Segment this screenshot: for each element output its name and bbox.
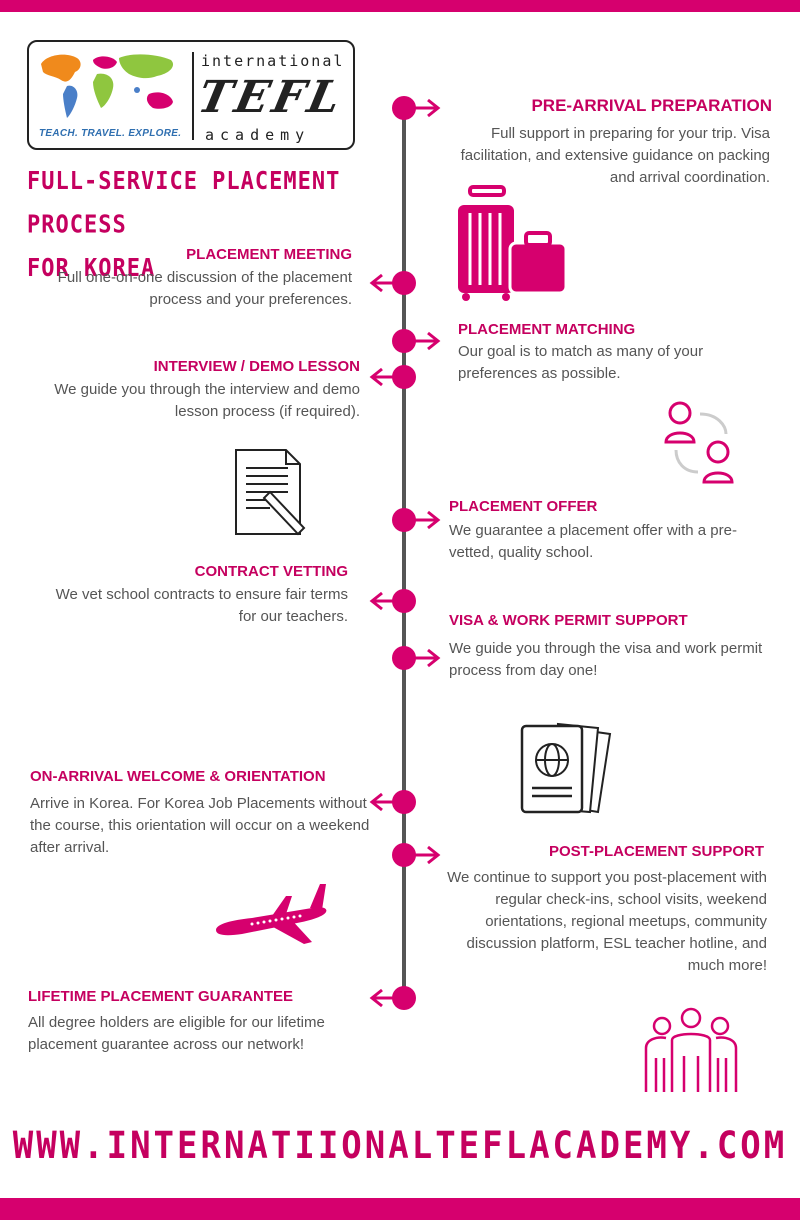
step-title-pre-arrival: PRE-ARRIVAL PREPARATION	[531, 96, 772, 115]
step-title-visa-permit: VISA & WORK PERMIT SUPPORT	[449, 612, 688, 629]
arrow-left-icon	[369, 591, 400, 611]
step-text-placement-meeting: Full one-on-one discussion of the placem…	[57, 269, 352, 308]
step-text-on-arrival: Arrive in Korea. For Korea Job Placement…	[30, 795, 370, 856]
top-accent-bar	[0, 0, 800, 12]
page-title: FULL-SERVICE PLACEMENT PROCESS FOR KOREA	[27, 160, 387, 291]
arrow-right-icon	[410, 845, 441, 865]
step-text-lifetime-guarantee: All degree holders are eligible for our …	[28, 1014, 325, 1053]
step-text-pre-arrival: Full support in preparing for your trip.…	[460, 125, 770, 186]
step-title-on-arrival: ON-ARRIVAL WELCOME & ORIENTATION	[30, 768, 326, 785]
brand-logo: TEACH. TRAVEL. EXPLORE. international TE…	[27, 40, 355, 150]
arrow-left-icon	[369, 792, 400, 812]
timeline-spine	[402, 105, 406, 1005]
step-text-interview-demo: We guide you through the interview and d…	[54, 381, 360, 420]
people-exchange-icon	[664, 401, 734, 484]
logo-divider	[192, 52, 194, 140]
arrow-right-icon	[410, 331, 441, 351]
step-title-contract-vetting: CONTRACT VETTING	[194, 563, 348, 580]
step-text-visa-permit: We guide you through the visa and work p…	[449, 640, 763, 679]
page-title-line-2: FOR KOREA	[27, 254, 156, 284]
page-title-line-1: FULL-SERVICE PLACEMENT PROCESS	[27, 166, 341, 240]
world-map-icon	[41, 54, 174, 118]
logo-word-academy: academy	[205, 126, 311, 144]
arrow-right-icon	[410, 648, 441, 668]
logo-tagline: TEACH. TRAVEL. EXPLORE.	[39, 128, 182, 139]
step-title-placement-matching: PLACEMENT MATCHING	[458, 321, 636, 338]
arrow-left-icon	[369, 988, 400, 1008]
step-text-placement-matching: Our goal is to match as many of your pre…	[458, 343, 704, 382]
contract-document-icon	[235, 449, 306, 536]
website-url-link[interactable]: WWW.INTERNATIIONALTEFLACADEMY.COM	[12, 1124, 788, 1168]
group-people-icon	[644, 1007, 738, 1092]
step-text-post-placement: We continue to support you post-placemen…	[447, 869, 767, 974]
arrow-right-icon	[410, 510, 441, 530]
passport-icon	[520, 722, 612, 814]
step-title-post-placement: POST-PLACEMENT SUPPORT	[548, 843, 764, 860]
logo-word-tefl: TEFL	[193, 72, 349, 123]
logo-word-international: international	[201, 52, 345, 70]
step-text-contract-vetting: We vet school contracts to ensure fair t…	[55, 586, 348, 625]
step-title-placement-offer: PLACEMENT OFFER	[449, 498, 598, 515]
step-title-interview-demo: INTERVIEW / DEMO LESSON	[153, 358, 360, 375]
bottom-accent-bar	[0, 1198, 800, 1220]
step-text-placement-offer: We guarantee a placement offer with a pr…	[449, 522, 737, 561]
airplane-icon	[216, 884, 327, 944]
arrow-left-icon	[369, 367, 400, 387]
step-title-placement-meeting: PLACEMENT MEETING	[186, 246, 352, 263]
arrow-left-icon	[369, 273, 400, 293]
luggage-icon	[458, 185, 568, 301]
step-title-lifetime-guarantee: LIFETIME PLACEMENT GUARANTEE	[28, 988, 293, 1005]
arrow-right-icon	[410, 98, 441, 118]
